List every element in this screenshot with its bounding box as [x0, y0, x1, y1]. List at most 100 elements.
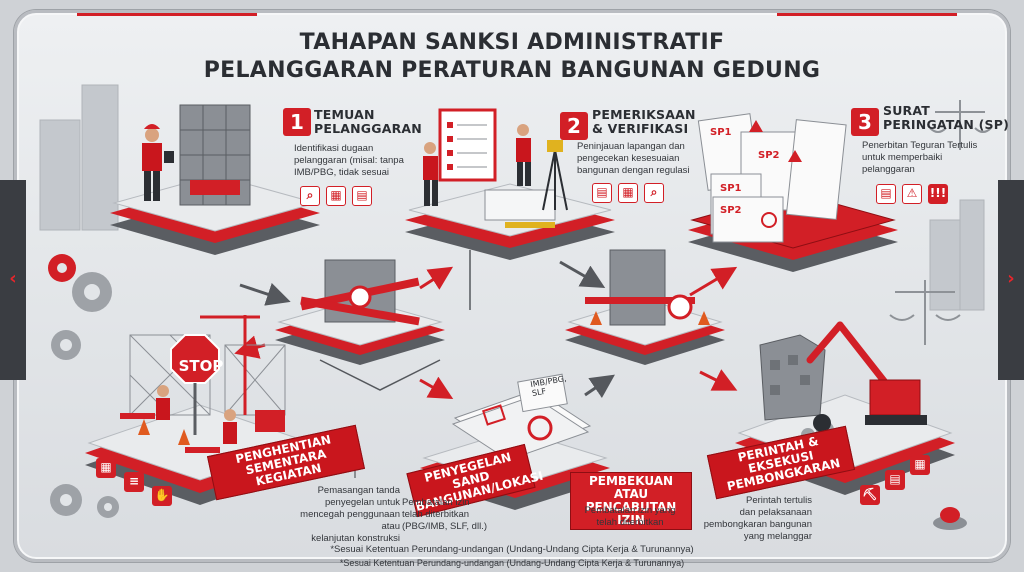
- flow-arrow: [584, 374, 615, 399]
- platform-step2: [405, 108, 615, 260]
- flow-arrow: [419, 376, 454, 399]
- step-title-2: PEMERIKSAAN & VERIFIKASI: [592, 108, 696, 136]
- platform-sealed-building: [275, 259, 445, 365]
- ruined-building: [759, 334, 826, 421]
- chevron-left-icon: ‹: [9, 268, 17, 289]
- worker-icon: [424, 142, 436, 154]
- cross-box-icon: [482, 404, 506, 426]
- barrier: [185, 447, 220, 453]
- background-building: [959, 199, 985, 311]
- banner-line: PENCABUTAN IZIN: [585, 500, 677, 527]
- desc-line: telah diterbitkan: [596, 517, 664, 528]
- platform-step1: [110, 104, 320, 255]
- scale-icon: [889, 100, 992, 345]
- desc-line: mencegah penggunaan atau: [300, 509, 400, 532]
- page-title-line1: TAHAPAN SANKSI ADMINISTRATIF: [299, 30, 725, 55]
- letter-page: [785, 119, 847, 220]
- desc-step4: Pemasangan tanda penyegelan untuk menceg…: [296, 485, 400, 545]
- document-icon: ▤: [876, 184, 896, 204]
- flow-arrow: [419, 266, 454, 290]
- seal-icon: [667, 294, 693, 320]
- page-title-line2: PELANGGARAN PERATURAN BANGUNAN GEDUNG: [203, 58, 821, 83]
- step-desc-1: Identifikasi dugaan pelanggaran (misal: …: [294, 143, 404, 179]
- document-icon: ▤: [592, 183, 612, 203]
- hand-stop-icon: ✋: [152, 486, 172, 506]
- desc-line: Pemasangan tanda: [317, 485, 400, 496]
- worker-icon: [157, 385, 169, 397]
- footnote-2: *Sesuai Ketentuan Perundang-undangan (Un…: [339, 558, 685, 568]
- seal-icon: [527, 415, 553, 441]
- step-title-2-line1: PEMERIKSAAN: [592, 107, 696, 122]
- sealed-building: [609, 249, 666, 326]
- desc-line: penyegelan untuk: [324, 497, 400, 508]
- banner-line: PEMBEKUAN ATAU: [588, 474, 674, 501]
- sp-label: SP2: [758, 150, 780, 161]
- desc-line: Penerbitan Teguran Tertulis: [862, 140, 978, 151]
- desc-line: pembongkaran bangunan: [703, 519, 812, 530]
- sp-label: SP1: [710, 127, 732, 138]
- building-icon: ▦: [326, 186, 346, 206]
- step-desc-3: Penerbitan Teguran Tertulis untuk memper…: [862, 140, 977, 176]
- level-tool: [505, 222, 555, 228]
- background-building: [81, 84, 119, 231]
- desc-line: kelanjutan konstruksi: [311, 533, 400, 544]
- step-title-3-line1: SURAT: [883, 103, 931, 118]
- desc-line: dan pelaksanaan: [739, 507, 812, 518]
- step-number-2: 2: [560, 112, 588, 140]
- traffic-cone-icon: [590, 311, 602, 325]
- letter-sp2b: [712, 196, 784, 243]
- step-title-3: SURAT PERINGATAN (SP): [883, 104, 1009, 132]
- banner-step6: PEMBEKUAN ATAU PENCABUTAN IZIN: [570, 472, 692, 530]
- desc-line: Peninjauan lapangan dan: [577, 141, 685, 152]
- stop-sign: [170, 334, 220, 384]
- platform-sealed-building-2: [565, 249, 725, 365]
- desc-line: IMB/PBG, tidak sesuai: [294, 167, 390, 178]
- step-desc-2: Peninjauan lapangan dan pengecekan keses…: [577, 141, 690, 177]
- barrier: [120, 413, 155, 419]
- desc-line: Pembatalan izin: [402, 497, 470, 508]
- excavator: [869, 379, 921, 416]
- flow-arrow: [689, 266, 738, 297]
- excavator-icon: ⛏: [860, 485, 880, 505]
- traffic-cone-icon: [698, 311, 710, 325]
- frame-accent: [77, 13, 257, 16]
- desc-line: (PBG/IMB, SLF, dll.): [402, 521, 487, 532]
- desc-line: untuk memperbaiki: [862, 152, 943, 163]
- document-icon: ▤: [885, 470, 905, 490]
- step-title-2-line2: & VERIFIKASI: [592, 121, 689, 136]
- warning-icon: ⚠: [902, 184, 922, 204]
- document-icon: ▤: [352, 186, 372, 206]
- footnote-1: *Sesuai Ketentuan Perundang-undangan (Un…: [330, 544, 694, 555]
- desc-line: yang melanggar: [743, 531, 812, 542]
- desc-step7: Perintah tertulis dan pelaksanaan pembon…: [702, 495, 812, 543]
- building-icon: ▦: [96, 458, 116, 478]
- desc-line: Perintah tertulis: [745, 495, 812, 506]
- alert-icon: !!!: [928, 184, 948, 204]
- flow-arrow: [559, 260, 606, 288]
- step-number-1: 1: [283, 108, 311, 136]
- flow-arrow: [699, 369, 738, 391]
- red-band: [190, 180, 240, 195]
- crane-icon: [200, 315, 260, 415]
- desc-line: pengecekan kesesuaian: [577, 153, 680, 164]
- right-side-tab: ›: [998, 180, 1024, 380]
- desc-line: bangunan dengan regulasi: [577, 165, 690, 176]
- platform-step3: [688, 113, 898, 272]
- frame-accent: [777, 13, 957, 16]
- sp-label: SP2: [720, 205, 742, 216]
- excavator: [255, 410, 285, 432]
- alarm-button-icon: [933, 507, 967, 530]
- worker-icon: [145, 128, 159, 142]
- search-icon: ⌕: [300, 186, 320, 206]
- desc-line: pelanggaran: [862, 164, 915, 175]
- desc-line: pelanggaran (misal: tanpa: [294, 155, 404, 166]
- desc-step6: Pembatalan izin yang telah diterbitkan: [575, 505, 685, 529]
- sp-label: SP1: [720, 183, 742, 194]
- seal-icon: [348, 285, 372, 309]
- connector-line: [319, 359, 441, 391]
- wrecking-ball-icon: [813, 414, 831, 432]
- building-icon: ▦: [618, 183, 638, 203]
- barrier-icon: ≡: [124, 472, 144, 492]
- background-building: [39, 119, 81, 231]
